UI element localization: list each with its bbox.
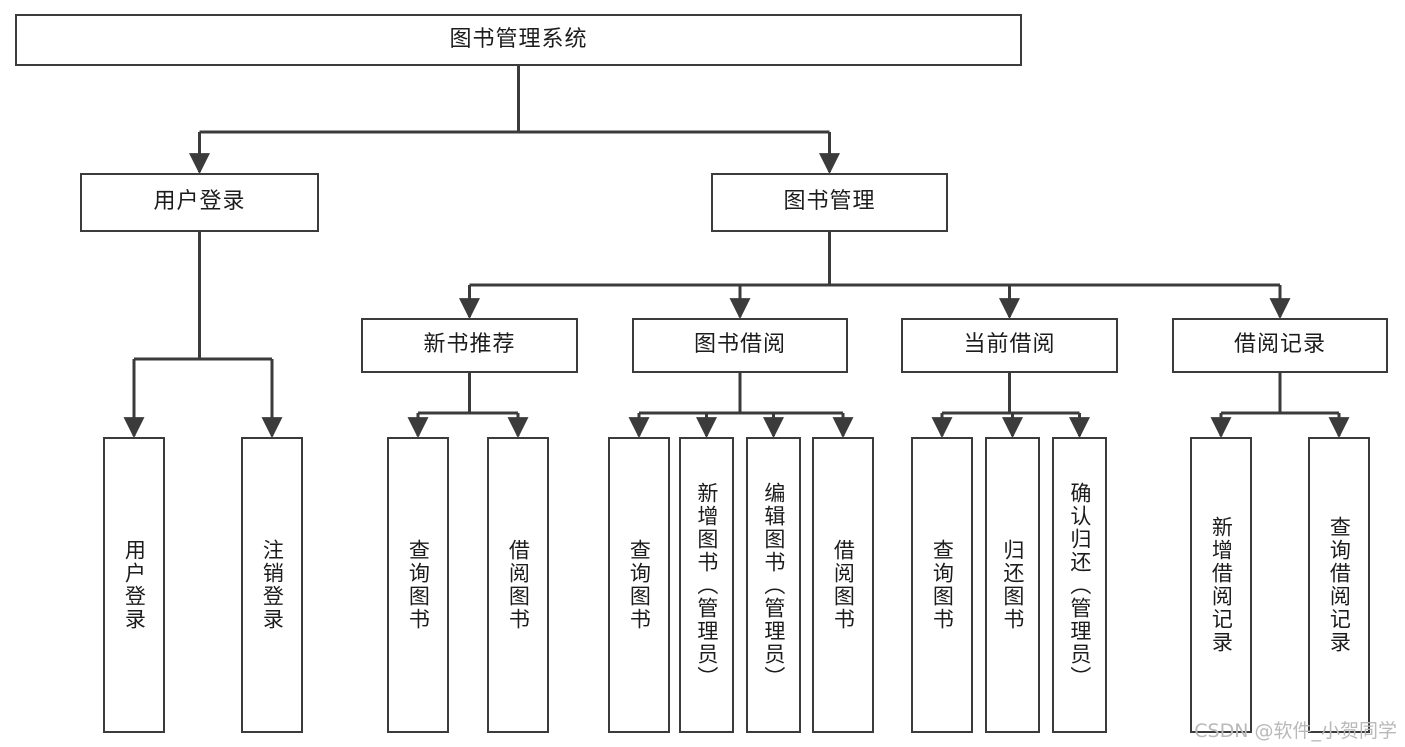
node-leaf-confirm-return[interactable]: 确认归还（管理员） <box>1052 437 1107 733</box>
node-book-manage[interactable]: 图书管理 <box>711 173 948 232</box>
node-label: 图书管理系统 <box>449 26 588 52</box>
node-leaf-query-book-2[interactable]: 查询图书 <box>608 437 670 733</box>
node-label: 借阅图书 <box>831 539 856 631</box>
node-label: 查询图书 <box>406 539 431 631</box>
node-leaf-user-login[interactable]: 用户登录 <box>103 437 165 733</box>
node-label: 用户登录 <box>122 539 147 631</box>
node-new-book-rec[interactable]: 新书推荐 <box>361 318 578 373</box>
node-root[interactable]: 图书管理系统 <box>15 14 1022 66</box>
node-borrow-record[interactable]: 借阅记录 <box>1172 318 1388 373</box>
node-label: 图书借阅 <box>693 332 786 358</box>
node-label: 新书推荐 <box>423 332 516 358</box>
node-leaf-borrow-book-2[interactable]: 借阅图书 <box>812 437 874 733</box>
node-label: 借阅图书 <box>506 539 531 631</box>
node-leaf-query-book-3[interactable]: 查询图书 <box>911 437 973 733</box>
node-label: 注销登录 <box>260 539 285 631</box>
node-leaf-logout[interactable]: 注销登录 <box>241 437 303 733</box>
node-book-borrow[interactable]: 图书借阅 <box>632 318 848 373</box>
node-label: 当前借阅 <box>963 332 1056 358</box>
node-leaf-add-record[interactable]: 新增借阅记录 <box>1190 437 1252 733</box>
node-label: 新增借阅记录 <box>1209 516 1234 654</box>
node-label: 图书管理 <box>783 189 876 215</box>
node-current-borrow[interactable]: 当前借阅 <box>901 318 1118 373</box>
node-label: 新增图书（管理员） <box>694 481 719 689</box>
node-leaf-add-book[interactable]: 新增图书（管理员） <box>679 437 734 733</box>
node-leaf-query-record[interactable]: 查询借阅记录 <box>1308 437 1370 733</box>
node-label: 借阅记录 <box>1233 332 1326 358</box>
node-leaf-edit-book[interactable]: 编辑图书（管理员） <box>746 437 801 733</box>
node-label: 确认归还（管理员） <box>1067 481 1092 689</box>
watermark-text: CSDN @软件_小贺同学 <box>1194 720 1397 742</box>
node-label: 查询图书 <box>930 539 955 631</box>
node-user-login[interactable]: 用户登录 <box>80 173 319 232</box>
node-label: 用户登录 <box>153 189 246 215</box>
node-label: 查询借阅记录 <box>1327 516 1352 654</box>
node-leaf-query-book-1[interactable]: 查询图书 <box>387 437 449 733</box>
node-label: 编辑图书（管理员） <box>761 481 786 689</box>
node-leaf-borrow-book-1[interactable]: 借阅图书 <box>487 437 549 733</box>
node-label: 查询图书 <box>627 539 652 631</box>
node-label: 归还图书 <box>1000 539 1025 631</box>
node-leaf-return-book[interactable]: 归还图书 <box>985 437 1040 733</box>
